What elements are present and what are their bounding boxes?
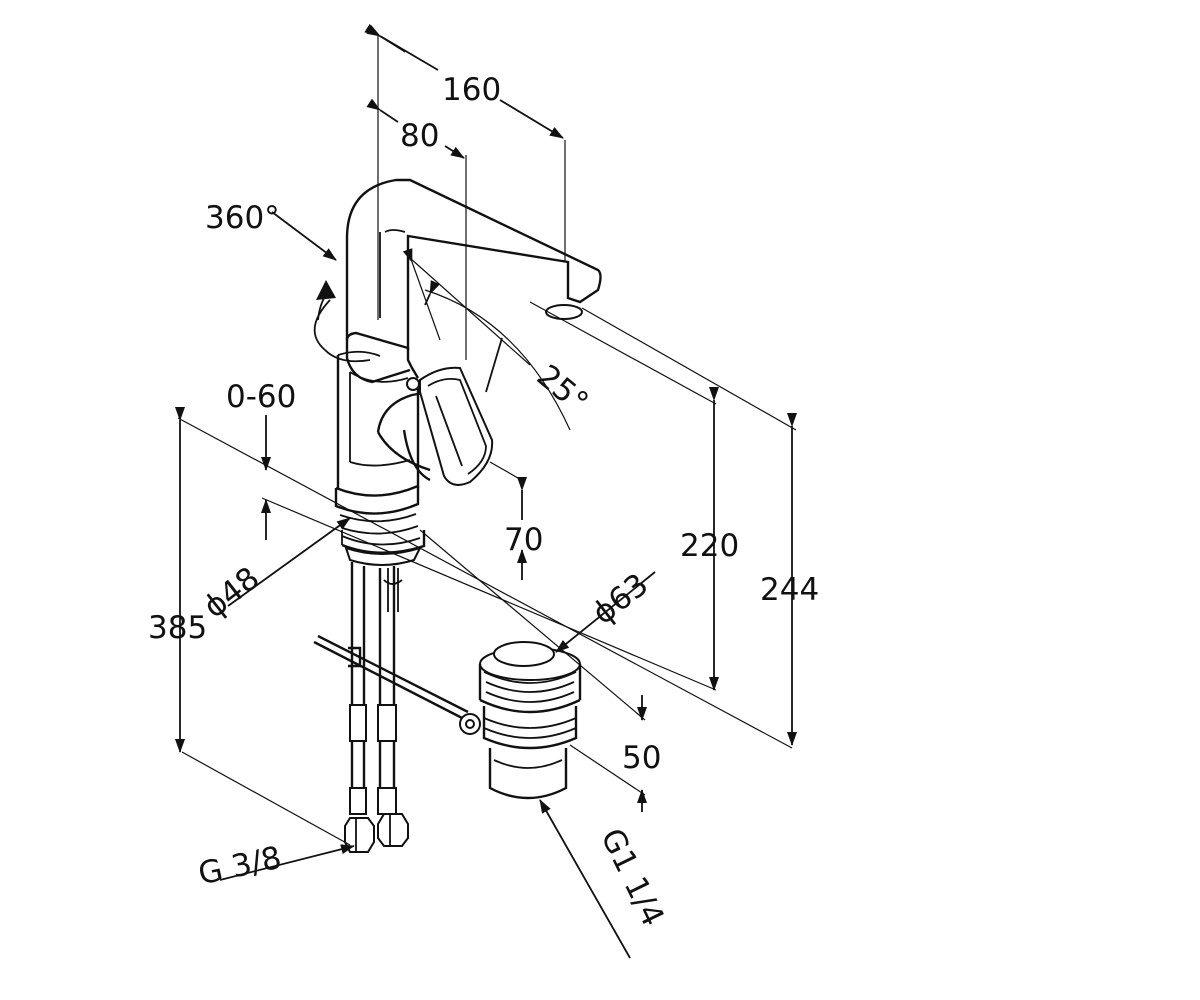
label-0-60: 0-60 (226, 379, 296, 415)
label-50: 50 (622, 740, 661, 776)
dimension-labels: 160 80 360° 25° 0-60 70 ϕ48 ϕ63 220 244 … (148, 72, 819, 932)
label-220: 220 (680, 528, 739, 564)
faucet-spout (345, 178, 602, 350)
pop-up-rod (313, 634, 469, 722)
supply-hoses (344, 562, 409, 853)
label-160: 160 (442, 72, 501, 108)
label-70: 70 (504, 522, 543, 558)
rotation-indicator (313, 280, 371, 363)
faucet-handle (376, 366, 494, 486)
label-244: 244 (760, 572, 819, 608)
label-g-3-8: G 3/8 (195, 840, 284, 893)
faucet-body (334, 331, 426, 566)
label-25: 25° (530, 358, 595, 421)
pop-up-drain (459, 641, 582, 800)
dimension-lines (175, 23, 797, 959)
label-360: 360° (205, 200, 280, 236)
label-80: 80 (400, 118, 439, 154)
label-phi-48: ϕ48 (197, 560, 266, 625)
label-385: 385 (148, 610, 207, 646)
label-phi-63: ϕ63 (586, 567, 655, 632)
